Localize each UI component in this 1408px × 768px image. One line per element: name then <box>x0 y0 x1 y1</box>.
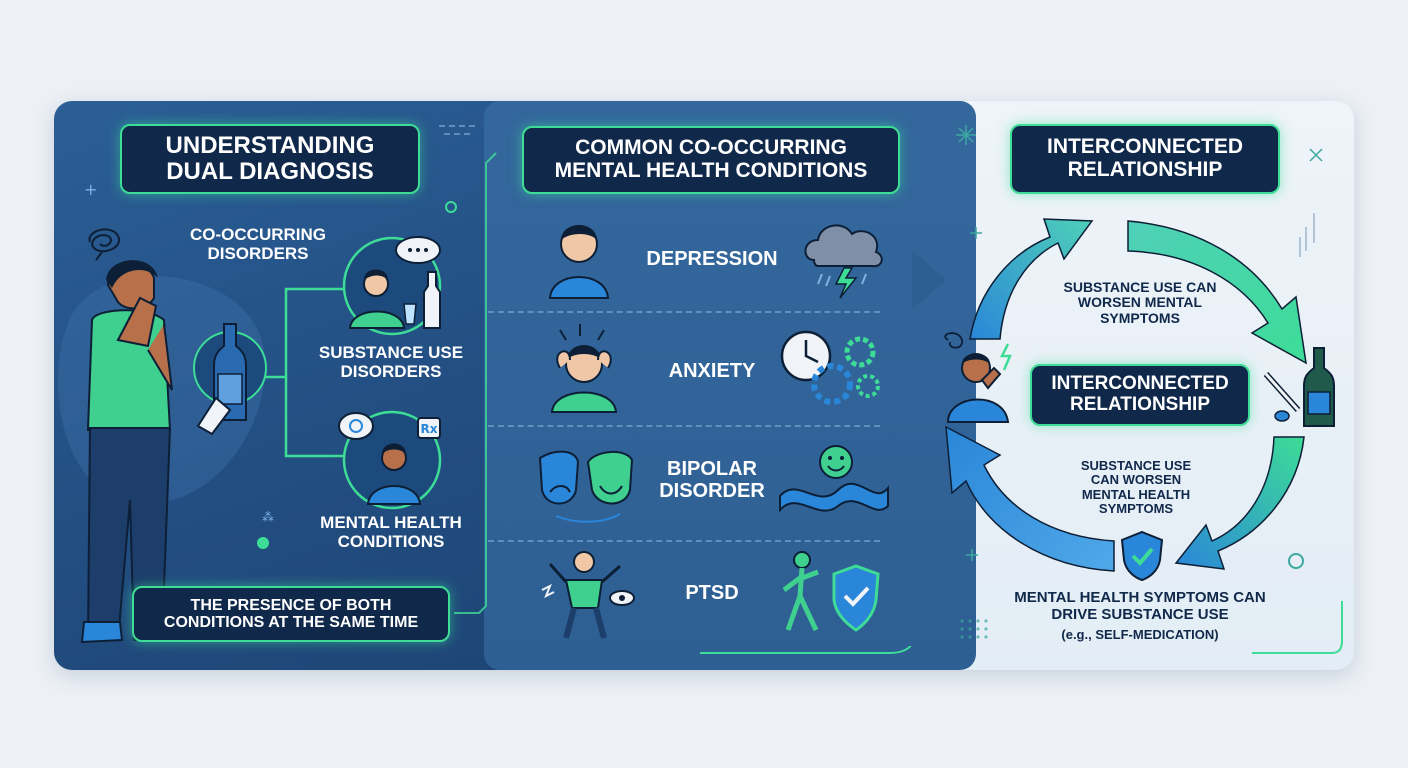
condition-label-ptsd: PTSD <box>685 582 739 604</box>
cycle-bottom-text: MENTAL HEALTH SYMPTOMS CAN DRIVE SUBSTAN… <box>1014 589 1266 623</box>
confusion-scribble-icon <box>88 228 120 261</box>
cycle-middle-text: SUBSTANCE USE CAN WORSEN MENTAL HEALTH S… <box>1080 458 1192 516</box>
substance-use-label: SUBSTANCE USE DISORDERS <box>318 343 464 381</box>
substance-use-person-icon <box>342 236 442 336</box>
right-panel-title: INTERCONNECTED RELATIONSHIP <box>1010 124 1280 194</box>
cycle-top-text: SUBSTANCE USE CAN WORSEN MENTAL SYMPTOMS <box>1063 279 1217 326</box>
middle-panel-title: COMMON CO-OCCURRING MENTAL HEALTH CONDIT… <box>522 126 900 194</box>
svg-text:+: + <box>84 180 97 199</box>
mental-health-person-icon: Rx <box>338 410 442 510</box>
ptsd-person-icon <box>541 551 635 639</box>
storm-cloud-icon <box>804 224 883 299</box>
depressed-person-icon <box>548 225 610 299</box>
distressed-person-small-icon <box>944 332 1012 423</box>
wave-smile-icon <box>779 445 889 513</box>
anxious-person-icon <box>550 324 618 413</box>
bottle-syringe-icon <box>1263 347 1335 427</box>
panel-pointer <box>912 250 946 310</box>
svg-text:Rx: Rx <box>421 422 438 436</box>
co-occurring-label: CO-OCCURRING DISORDERS <box>190 225 326 263</box>
mental-health-label: MENTAL HEALTH CONDITIONS <box>320 513 462 551</box>
divider <box>488 311 880 313</box>
shield-check-icon <box>782 551 880 632</box>
cycle-bottom-note: (e.g., SELF-MEDICATION) <box>1061 627 1219 642</box>
accent-line <box>700 646 912 654</box>
divider <box>488 540 880 542</box>
bipolar-masks-icon <box>538 450 634 523</box>
middle-panel <box>484 101 976 670</box>
definition-box: THE PRESENCE OF BOTH CONDITIONS AT THE S… <box>132 586 450 642</box>
condition-label-anxiety: ANXIETY <box>668 360 756 382</box>
divider <box>488 425 880 427</box>
cycle-center-title: INTERCONNECTED RELATIONSHIP <box>1030 364 1250 426</box>
shield-check-small-icon <box>1120 530 1164 582</box>
condition-label-bipolar: BIPOLAR DISORDER <box>659 458 765 502</box>
left-panel-title: UNDERSTANDING DUAL DIAGNOSIS <box>120 124 420 194</box>
clock-gears-icon <box>780 330 880 405</box>
svg-text:⁂: ⁂ <box>262 510 274 524</box>
cycle-arrows-diagram <box>945 125 1343 654</box>
condition-label-depression: DEPRESSION <box>646 248 778 270</box>
bottle-pills-icon <box>193 323 267 436</box>
